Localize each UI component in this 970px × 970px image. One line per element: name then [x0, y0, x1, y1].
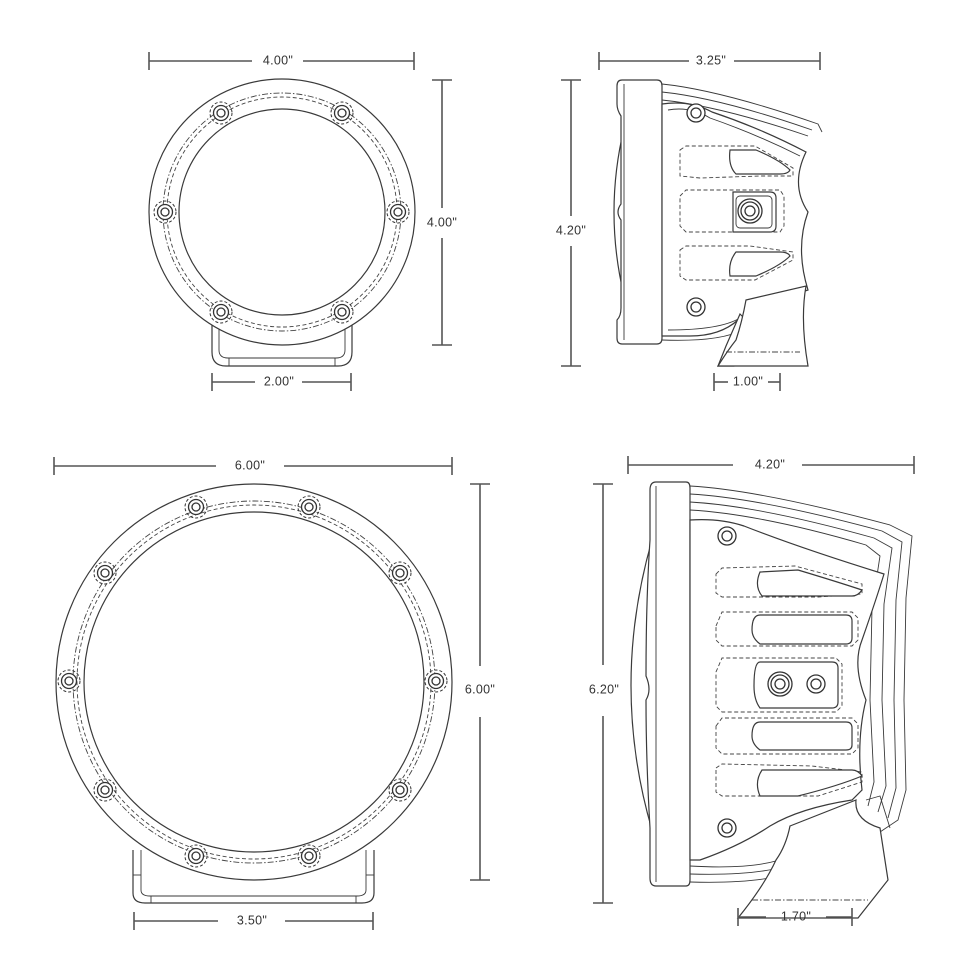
small-side-height-dimension: 4.20" — [556, 79, 586, 367]
large-front-mount-dimension: 3.50" — [133, 912, 374, 930]
connector-icon — [806, 674, 826, 694]
small-front-width-label: 4.00" — [263, 53, 293, 67]
connector-icon — [737, 198, 763, 224]
bolt-icon — [184, 844, 208, 868]
small-side-slot-2 — [679, 189, 785, 233]
large-side-mount-label: 1.70" — [781, 909, 811, 923]
small-front-bolts — [153, 101, 410, 324]
bolt-icon — [153, 200, 177, 224]
small-side-view: 3.25" 4.20" 1.00" — [556, 52, 823, 391]
large-side-depth-dimension: 4.20" — [627, 456, 915, 474]
large-side-bezel — [645, 481, 691, 887]
small-side-slot-1 — [679, 145, 794, 179]
bolt-icon — [209, 101, 233, 125]
large-front-mount-label: 3.50" — [237, 913, 267, 927]
bolt-icon — [93, 561, 117, 585]
large-side-slot-2 — [715, 611, 859, 647]
small-side-height-label: 4.20" — [556, 223, 586, 237]
small-front-height-dimension: 4.00" — [427, 79, 457, 346]
small-front-width-dimension: 4.00" — [148, 52, 415, 70]
bolt-icon — [330, 300, 354, 324]
bolt-icon — [686, 297, 706, 317]
large-side-height-label: 6.20" — [589, 682, 619, 696]
small-side-depth-label: 3.25" — [696, 53, 726, 67]
bolt-icon — [184, 495, 208, 519]
small-front-mount-dimension: 2.00" — [211, 373, 352, 391]
large-side-depth-label: 4.20" — [755, 457, 785, 471]
large-side-slot-3 — [715, 657, 843, 713]
small-side-depth-dimension: 3.25" — [598, 52, 821, 70]
bolt-icon — [388, 561, 412, 585]
bolt-icon — [57, 669, 81, 693]
small-side-mount-dimension: 1.00" — [713, 373, 781, 391]
large-side-mount-dimension: 1.70" — [737, 908, 853, 926]
large-side-slot-5 — [715, 763, 863, 797]
large-front-view: 6.00" 6.00" 3.50" — [53, 457, 495, 930]
bolt-icon — [686, 103, 706, 123]
large-side-mount — [736, 799, 889, 919]
large-front-width-dimension: 6.00" — [53, 457, 453, 475]
bolt-icon — [209, 300, 233, 324]
large-side-height-dimension: 6.20" — [589, 483, 619, 904]
small-front-height-label: 4.00" — [427, 215, 457, 229]
small-side-bezel — [616, 79, 663, 345]
bolt-icon — [388, 778, 412, 802]
small-side-mount-label: 1.00" — [733, 374, 763, 388]
bolt-icon — [297, 495, 321, 519]
connector-icon — [767, 671, 793, 697]
bolt-icon — [297, 844, 321, 868]
large-side-slot-1 — [715, 565, 863, 598]
large-front-lens — [83, 511, 425, 853]
small-side-slot-3 — [679, 245, 794, 281]
bolt-icon — [93, 778, 117, 802]
large-front-height-dimension: 6.00" — [465, 483, 495, 881]
bolt-icon — [717, 526, 737, 546]
bolt-icon — [717, 818, 737, 838]
small-front-lens — [178, 108, 386, 316]
large-front-width-label: 6.00" — [235, 458, 265, 472]
small-front-mount-label: 2.00" — [264, 374, 294, 388]
bolt-icon — [386, 200, 410, 224]
large-side-lens-dome — [630, 539, 653, 831]
bolt-icon — [330, 101, 354, 125]
large-front-bolts — [57, 495, 448, 868]
bolt-icon — [424, 669, 448, 693]
large-front-height-label: 6.00" — [465, 682, 495, 696]
small-front-view: 4.00" 4.00" 2.00" — [148, 52, 457, 391]
large-side-view: 4.20" 6.20" 1.70" — [589, 456, 915, 926]
large-side-slot-4 — [715, 717, 859, 755]
